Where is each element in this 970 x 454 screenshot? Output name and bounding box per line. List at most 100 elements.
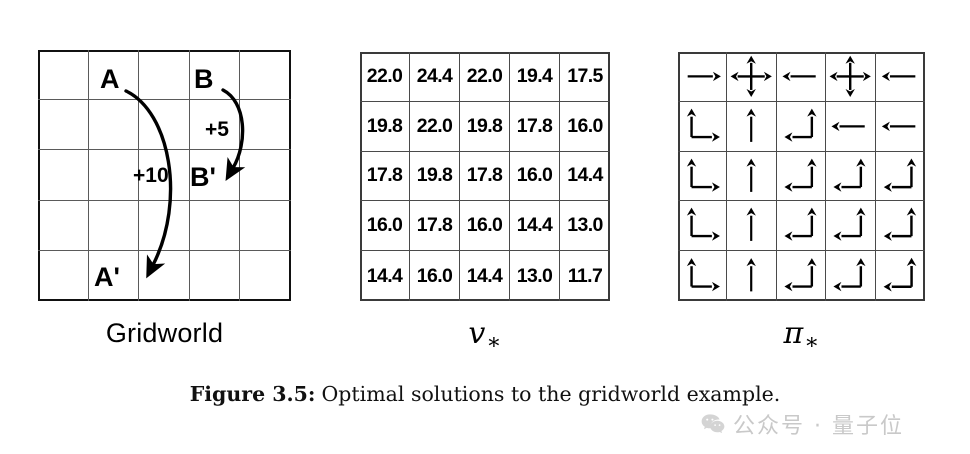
policy-cell	[727, 52, 777, 102]
policy-cell	[727, 101, 777, 152]
policy-cell	[826, 201, 876, 252]
value-symbol-subscript: ∗	[486, 330, 502, 356]
policy-cell	[727, 151, 777, 202]
value-cell: 17.5	[560, 52, 610, 102]
policy-arrow-up	[746, 158, 757, 192]
policy-cell	[875, 52, 925, 102]
gridworld-label-a: A	[100, 64, 120, 94]
policy-arrow-up	[746, 258, 757, 292]
value-cell: 14.4	[460, 251, 510, 301]
policy-cell	[776, 201, 827, 252]
policy-arrow-up-right	[686, 158, 720, 192]
policy-grid-border	[678, 52, 925, 301]
policy-cell	[727, 251, 777, 301]
value-grid-border	[360, 52, 610, 301]
value-symbol: v	[468, 316, 486, 351]
policy-cell	[678, 201, 728, 252]
policy-arrow-up-left	[833, 258, 866, 292]
value-cell: 19.4	[510, 52, 560, 102]
value-cell: 22.0	[360, 52, 410, 102]
gridworld-label-b-prime: B'	[190, 162, 216, 192]
policy-arrow-left	[782, 71, 816, 82]
gridworld-cell	[38, 100, 89, 151]
policy-cell	[826, 101, 876, 152]
value-cell: 19.8	[460, 101, 510, 152]
policy-cell	[875, 201, 925, 252]
policy-cell	[678, 52, 728, 102]
value-cell: 14.4	[360, 251, 410, 301]
policy-arrow-up	[746, 108, 757, 142]
value-cell: 22.0	[410, 101, 460, 152]
value-cell: 17.8	[510, 101, 560, 152]
gridworld-cell	[38, 50, 89, 101]
gridworld-cell	[88, 100, 140, 151]
policy-arrow-up-left	[883, 257, 916, 292]
gridworld-panel: A B B' A' +10 +5 Gridworld	[38, 50, 291, 348]
value-cell: 17.8	[460, 151, 510, 202]
value-grid-caption: v∗	[360, 316, 610, 355]
gridworld-cell	[240, 150, 291, 201]
policy-arrow-up	[746, 208, 757, 242]
policy-arrow-left	[881, 121, 915, 131]
gridworld-cell	[139, 200, 190, 251]
gridworld-cell	[89, 250, 140, 301]
figure-caption: Figure 3.5:Optimal solutions to the grid…	[0, 382, 970, 406]
gridworld-cell	[190, 250, 241, 301]
value-cell: 13.0	[560, 201, 610, 252]
watermark: 公众号 · 量子位	[700, 408, 904, 440]
gridworld-transition-arrows	[124, 88, 246, 279]
watermark-text: 公众号 · 量子位	[733, 414, 904, 439]
policy-cell	[678, 101, 728, 152]
wechat-icon	[701, 414, 725, 434]
value-cell: 16.0	[360, 201, 410, 252]
policy-cell	[826, 151, 876, 202]
arrow-a-to-aprime	[124, 89, 173, 279]
policy-arrow-up-left	[833, 158, 866, 192]
gridworld-cell	[88, 150, 140, 201]
arrow-b-to-bprime	[221, 88, 246, 181]
policy-cell	[875, 152, 925, 202]
policy-arrow-up-right	[686, 108, 720, 142]
gridworld-cell	[189, 100, 241, 151]
gridworld-cell	[240, 50, 291, 101]
policy-arrow-up-left	[784, 108, 817, 142]
policy-arrow-up-down-left-right	[730, 55, 773, 98]
gridworld-reward-plus-5: +5	[205, 118, 229, 141]
policy-symbol-subscript: ∗	[804, 330, 820, 356]
figure-caption-text: Optimal solutions to the gridworld examp…	[321, 382, 781, 406]
policy-arrow-up-left	[883, 158, 916, 192]
policy-arrow-left	[881, 71, 915, 82]
value-cell: 16.0	[460, 201, 510, 252]
gridworld-cell	[189, 50, 241, 101]
gridworld-cell	[240, 100, 291, 151]
value-cell: 22.0	[460, 52, 510, 102]
gridworld-reward-plus-10: +10	[133, 164, 169, 187]
policy-arrow-up-down-left-right	[829, 55, 872, 98]
policy-grid-caption: π∗	[678, 316, 925, 355]
gridworld-cell	[139, 150, 190, 201]
gridworld-label-a-prime: A'	[94, 262, 120, 292]
policy-cell	[776, 52, 827, 102]
value-cell: 14.4	[560, 152, 610, 202]
value-cell: 14.4	[510, 201, 560, 252]
policy-arrow-up-left	[833, 208, 866, 242]
gridworld-label-b: B	[194, 64, 214, 94]
gridworld-cell	[38, 250, 89, 301]
policy-cell	[678, 251, 728, 301]
policy-cell	[777, 251, 827, 301]
gridworld-cell	[189, 200, 241, 251]
value-cell: 16.0	[510, 151, 560, 202]
policy-cell	[678, 151, 728, 202]
policy-arrow-up-right	[686, 258, 720, 292]
value-cell: 17.8	[360, 151, 410, 202]
value-cell: 19.8	[410, 151, 460, 202]
policy-grid	[678, 52, 925, 301]
optimal-policy-panel: π∗	[678, 52, 925, 355]
gridworld-cell	[240, 201, 291, 251]
gridworld-cell	[88, 50, 140, 101]
policy-cell	[826, 251, 876, 301]
policy-cell	[776, 101, 827, 152]
gridworld-cell	[139, 50, 190, 101]
